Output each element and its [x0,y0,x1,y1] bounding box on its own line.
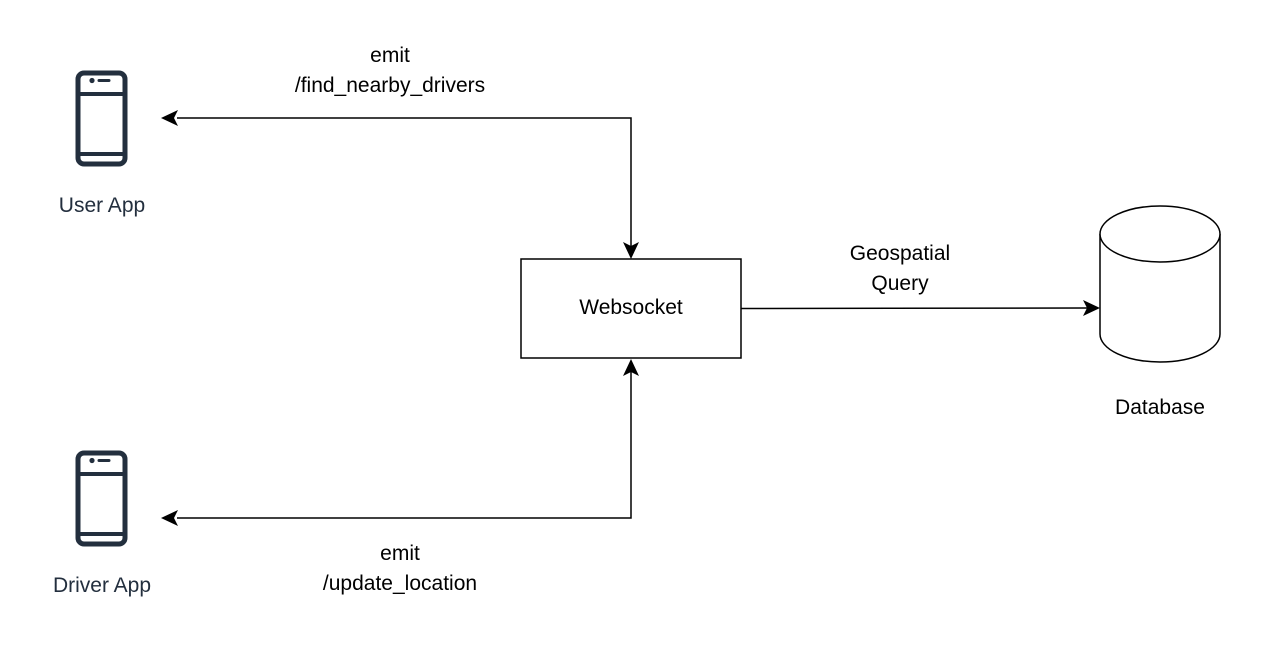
arrowhead-left [161,510,178,526]
geospatial-query-label-line2: Query [871,272,929,295]
user-app-phone-icon [75,70,128,167]
geospatial-query-edge [740,300,1100,316]
arrowhead-down [623,242,639,259]
geospatial-query-label: Geospatial Query [800,239,1000,299]
update-location-label: emit /update_location [250,539,550,599]
websocket-label: Websocket [579,296,683,319]
arrowhead-up [623,359,639,376]
database-label: Database [1115,396,1205,419]
update-location-label-line1: emit [380,542,420,565]
driver-app-phone-icon [75,450,128,547]
websocket-box [520,258,742,359]
driver-app-label: Driver App [52,574,152,597]
database-cylinder-icon [1099,205,1221,363]
geospatial-query-label-line1: Geospatial [849,242,951,265]
update-location-edge [161,359,639,526]
find-nearby-drivers-label-line1: emit [370,44,410,67]
update-location-label-line2: /update_location [322,572,478,595]
arrowhead-left [161,110,178,126]
arrowhead-right [1083,300,1100,316]
find-nearby-drivers-edge [161,110,639,259]
find-nearby-drivers-label-line2: /find_nearby_drivers [294,74,486,97]
user-app-label: User App [58,194,146,217]
find-nearby-drivers-label: emit /find_nearby_drivers [240,41,540,101]
